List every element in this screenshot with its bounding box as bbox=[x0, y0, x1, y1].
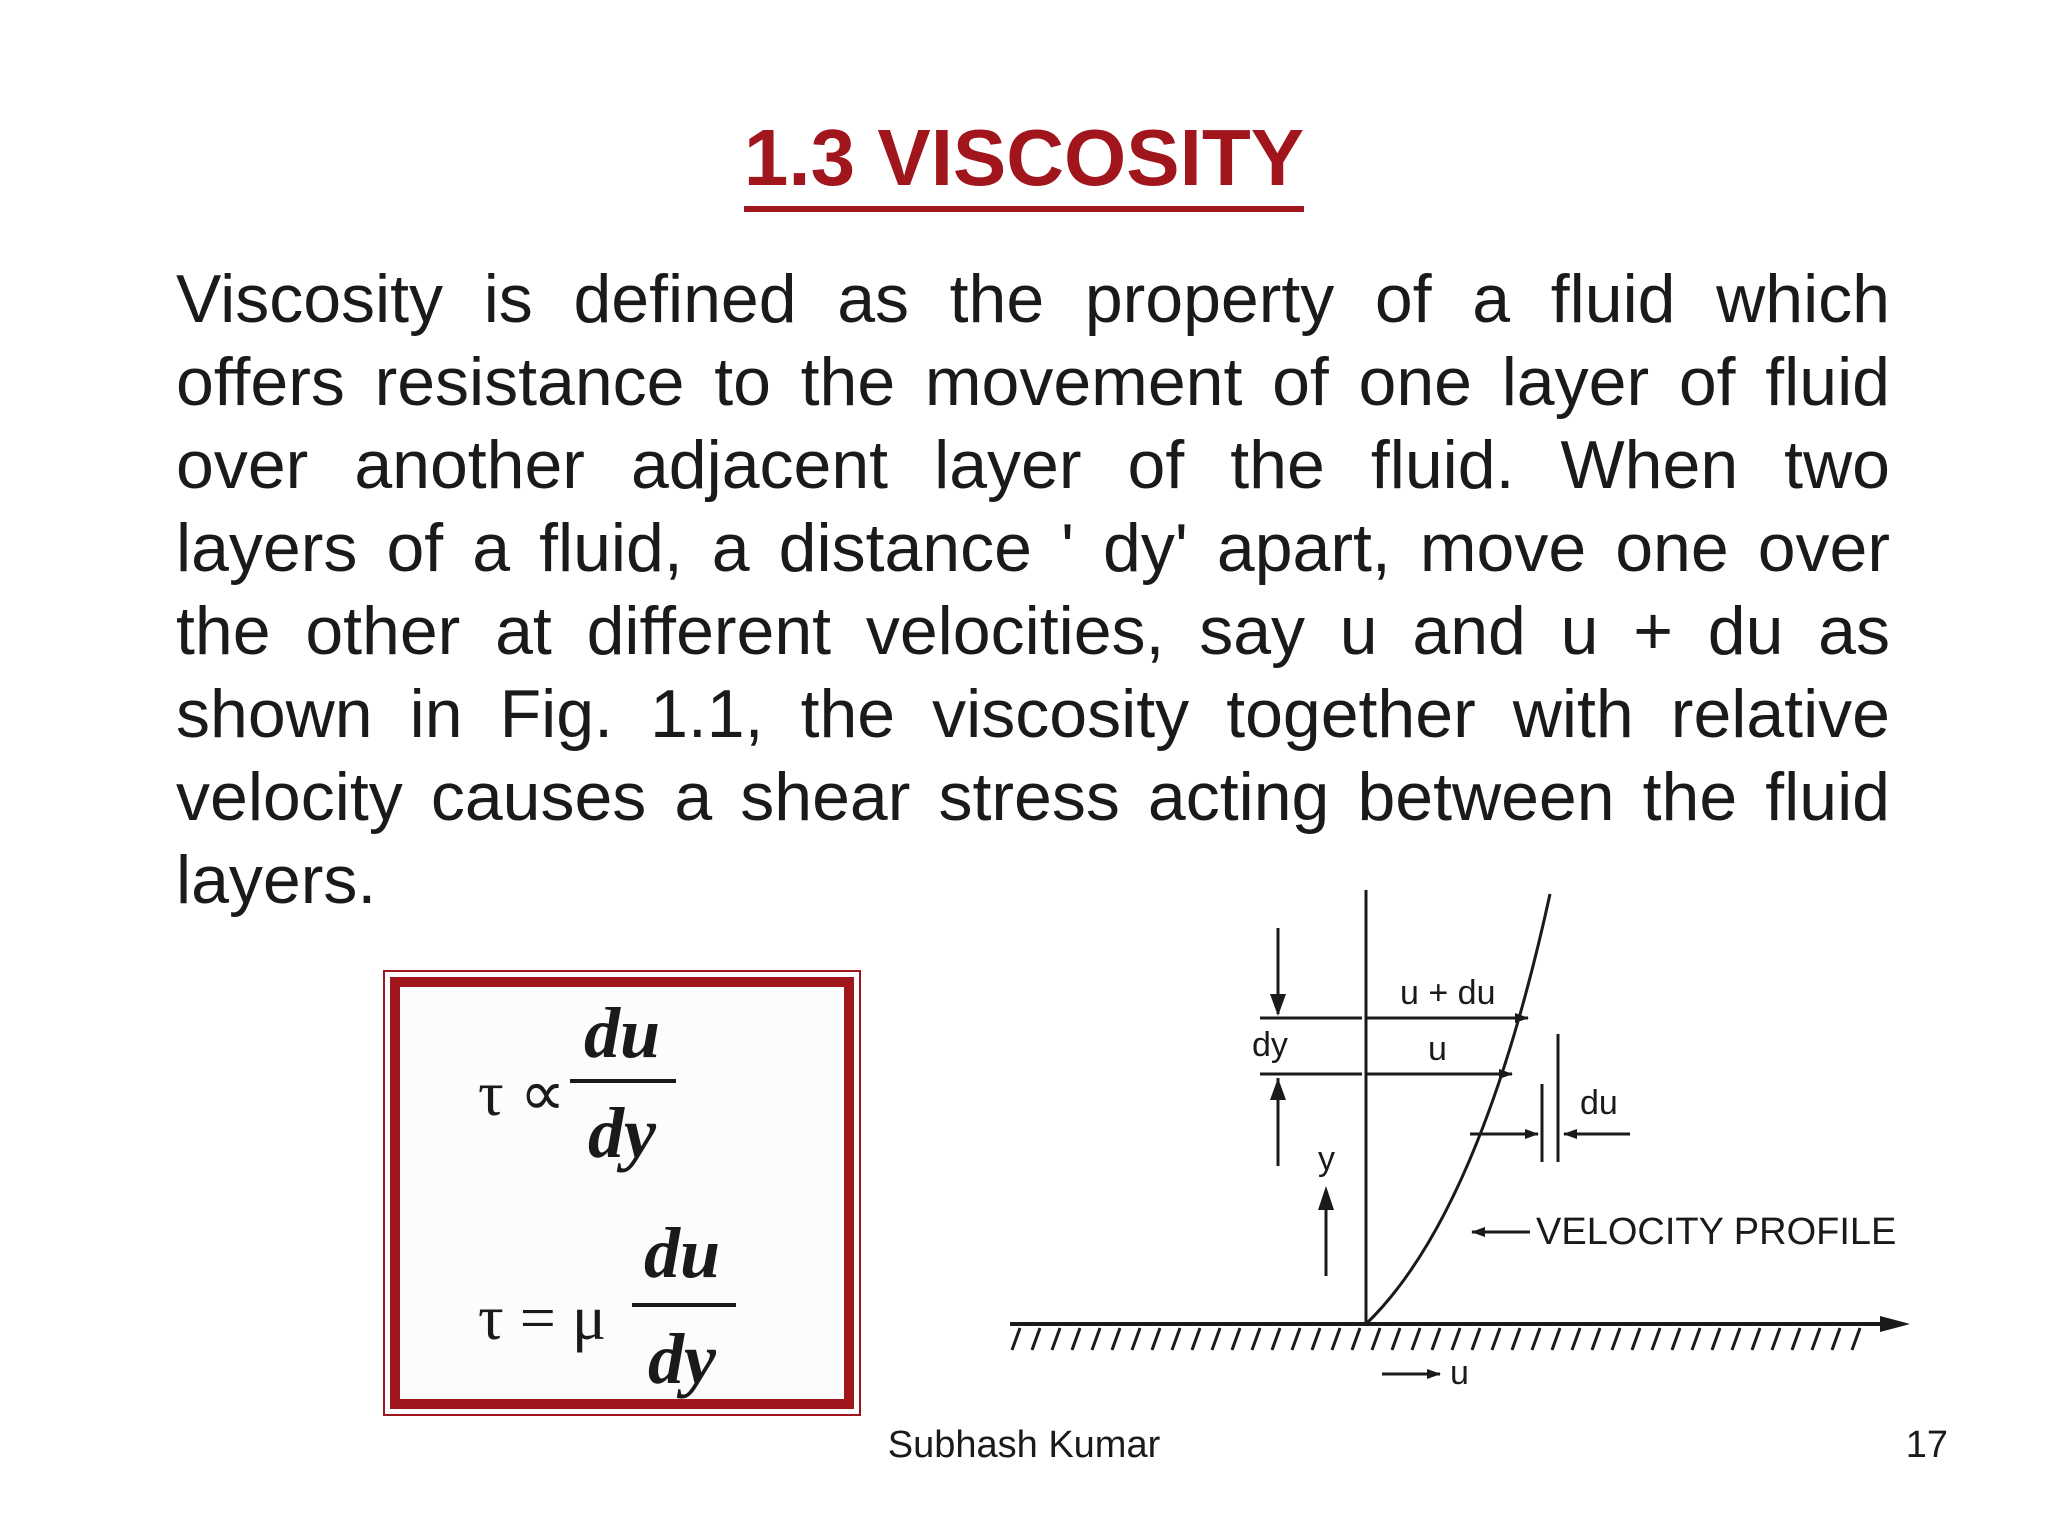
formula-box: τ ∝ du dy τ = μ du dy bbox=[383, 970, 861, 1416]
formula-1-numerator: du bbox=[584, 993, 660, 1073]
definition-paragraph: Viscosity is defined as the property of … bbox=[176, 258, 1890, 922]
dy-down-arrowhead-icon bbox=[1270, 994, 1286, 1016]
formula-1-lhs: τ ∝ bbox=[478, 1058, 565, 1129]
formula-2-denominator: dy bbox=[648, 1319, 717, 1399]
slide-title-text: 1.3 VISCOSITY bbox=[743, 118, 1305, 212]
formula-2-lhs: τ = μ bbox=[478, 1282, 606, 1353]
paragraph-line: over another adjacent layer of the fluid… bbox=[176, 427, 1890, 503]
slide-title: 1.3 VISCOSITY bbox=[0, 118, 2048, 212]
boundary-hatching bbox=[1010, 1327, 1862, 1351]
formula-1-denominator: dy bbox=[588, 1093, 657, 1173]
formula-box-frame: τ ∝ du dy τ = μ du dy bbox=[390, 977, 854, 1409]
formula-2-numerator: du bbox=[644, 1213, 720, 1293]
y-arrowhead-icon bbox=[1318, 1186, 1334, 1210]
du-label: du bbox=[1580, 1084, 1618, 1122]
dy-up-arrowhead-icon bbox=[1270, 1078, 1286, 1100]
u-label: u bbox=[1428, 1030, 1447, 1068]
velocity-profile-curve bbox=[1364, 893, 1552, 1326]
paragraph-line: velocity causes a shear stress acting be… bbox=[176, 759, 1890, 835]
dy-label: dy bbox=[1252, 1026, 1288, 1064]
paragraph-line: layers of a fluid, a distance ' dy' apar… bbox=[176, 510, 1890, 586]
boundary-arrowhead-icon bbox=[1880, 1316, 1910, 1332]
paragraph-line: offers resistance to the movement of one… bbox=[176, 344, 1890, 420]
velocity-profile-label: VELOCITY PROFILE bbox=[1536, 1211, 1896, 1253]
formula-svg: τ ∝ du dy τ = μ du dy bbox=[478, 993, 736, 1399]
footer-page-number: 17 bbox=[1905, 1424, 1948, 1466]
bottom-u-label: u bbox=[1450, 1354, 1469, 1392]
paragraph-line: shown in Fig. 1.1, the viscosity togethe… bbox=[176, 676, 1890, 752]
u-plus-du-label: u + du bbox=[1400, 974, 1495, 1012]
paragraph-line: the other at different velocities, say u… bbox=[176, 593, 1890, 669]
velocity-profile-svg: u u + du u dy y du VELOCITY PROFILE bbox=[1010, 890, 1910, 1392]
paragraph-line: Viscosity is defined as the property of … bbox=[176, 261, 1890, 337]
y-axis-label: y bbox=[1318, 1140, 1335, 1178]
velocity-profile-figure: u u + du u dy y du VELOCITY PROFILE bbox=[960, 884, 1990, 1394]
footer-author: Subhash Kumar bbox=[887, 1424, 1161, 1466]
paragraph-line: layers. bbox=[176, 842, 377, 918]
